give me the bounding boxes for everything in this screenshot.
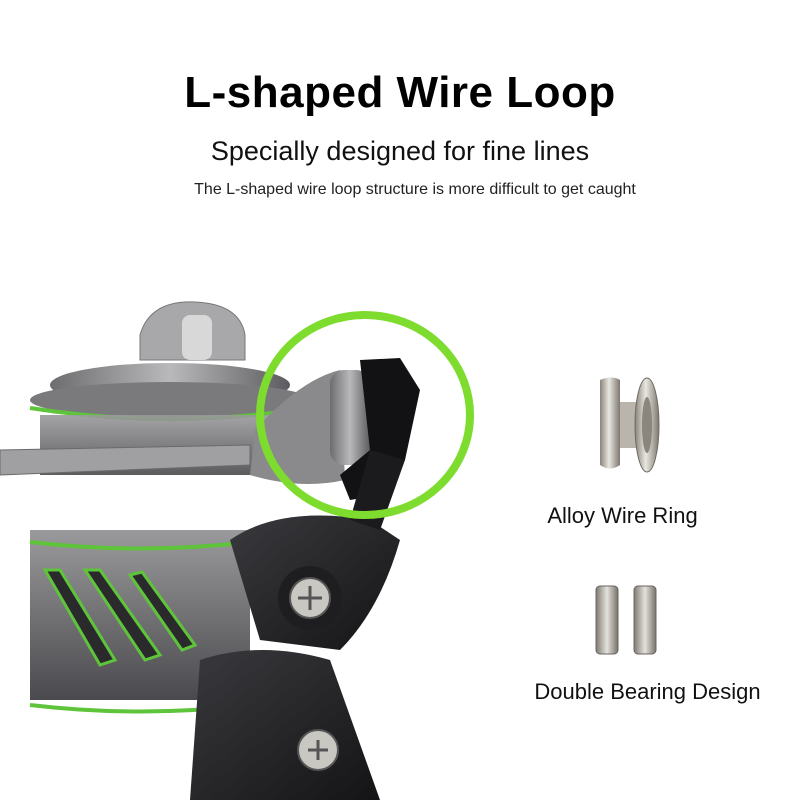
feature-label-wire-ring: Alloy Wire Ring [547,503,698,528]
feature-label-bearing: Double Bearing Design [534,679,761,704]
wire-ring-icon [600,377,660,473]
page-subtitle: Specially designed for fine lines [210,136,590,166]
reel-closeup-image [0,301,474,800]
page-description: The L-shaped wire loop structure is more… [194,181,636,198]
page-title: L-shaped Wire Loop [184,68,616,117]
bearing-pair-icon [595,585,657,655]
